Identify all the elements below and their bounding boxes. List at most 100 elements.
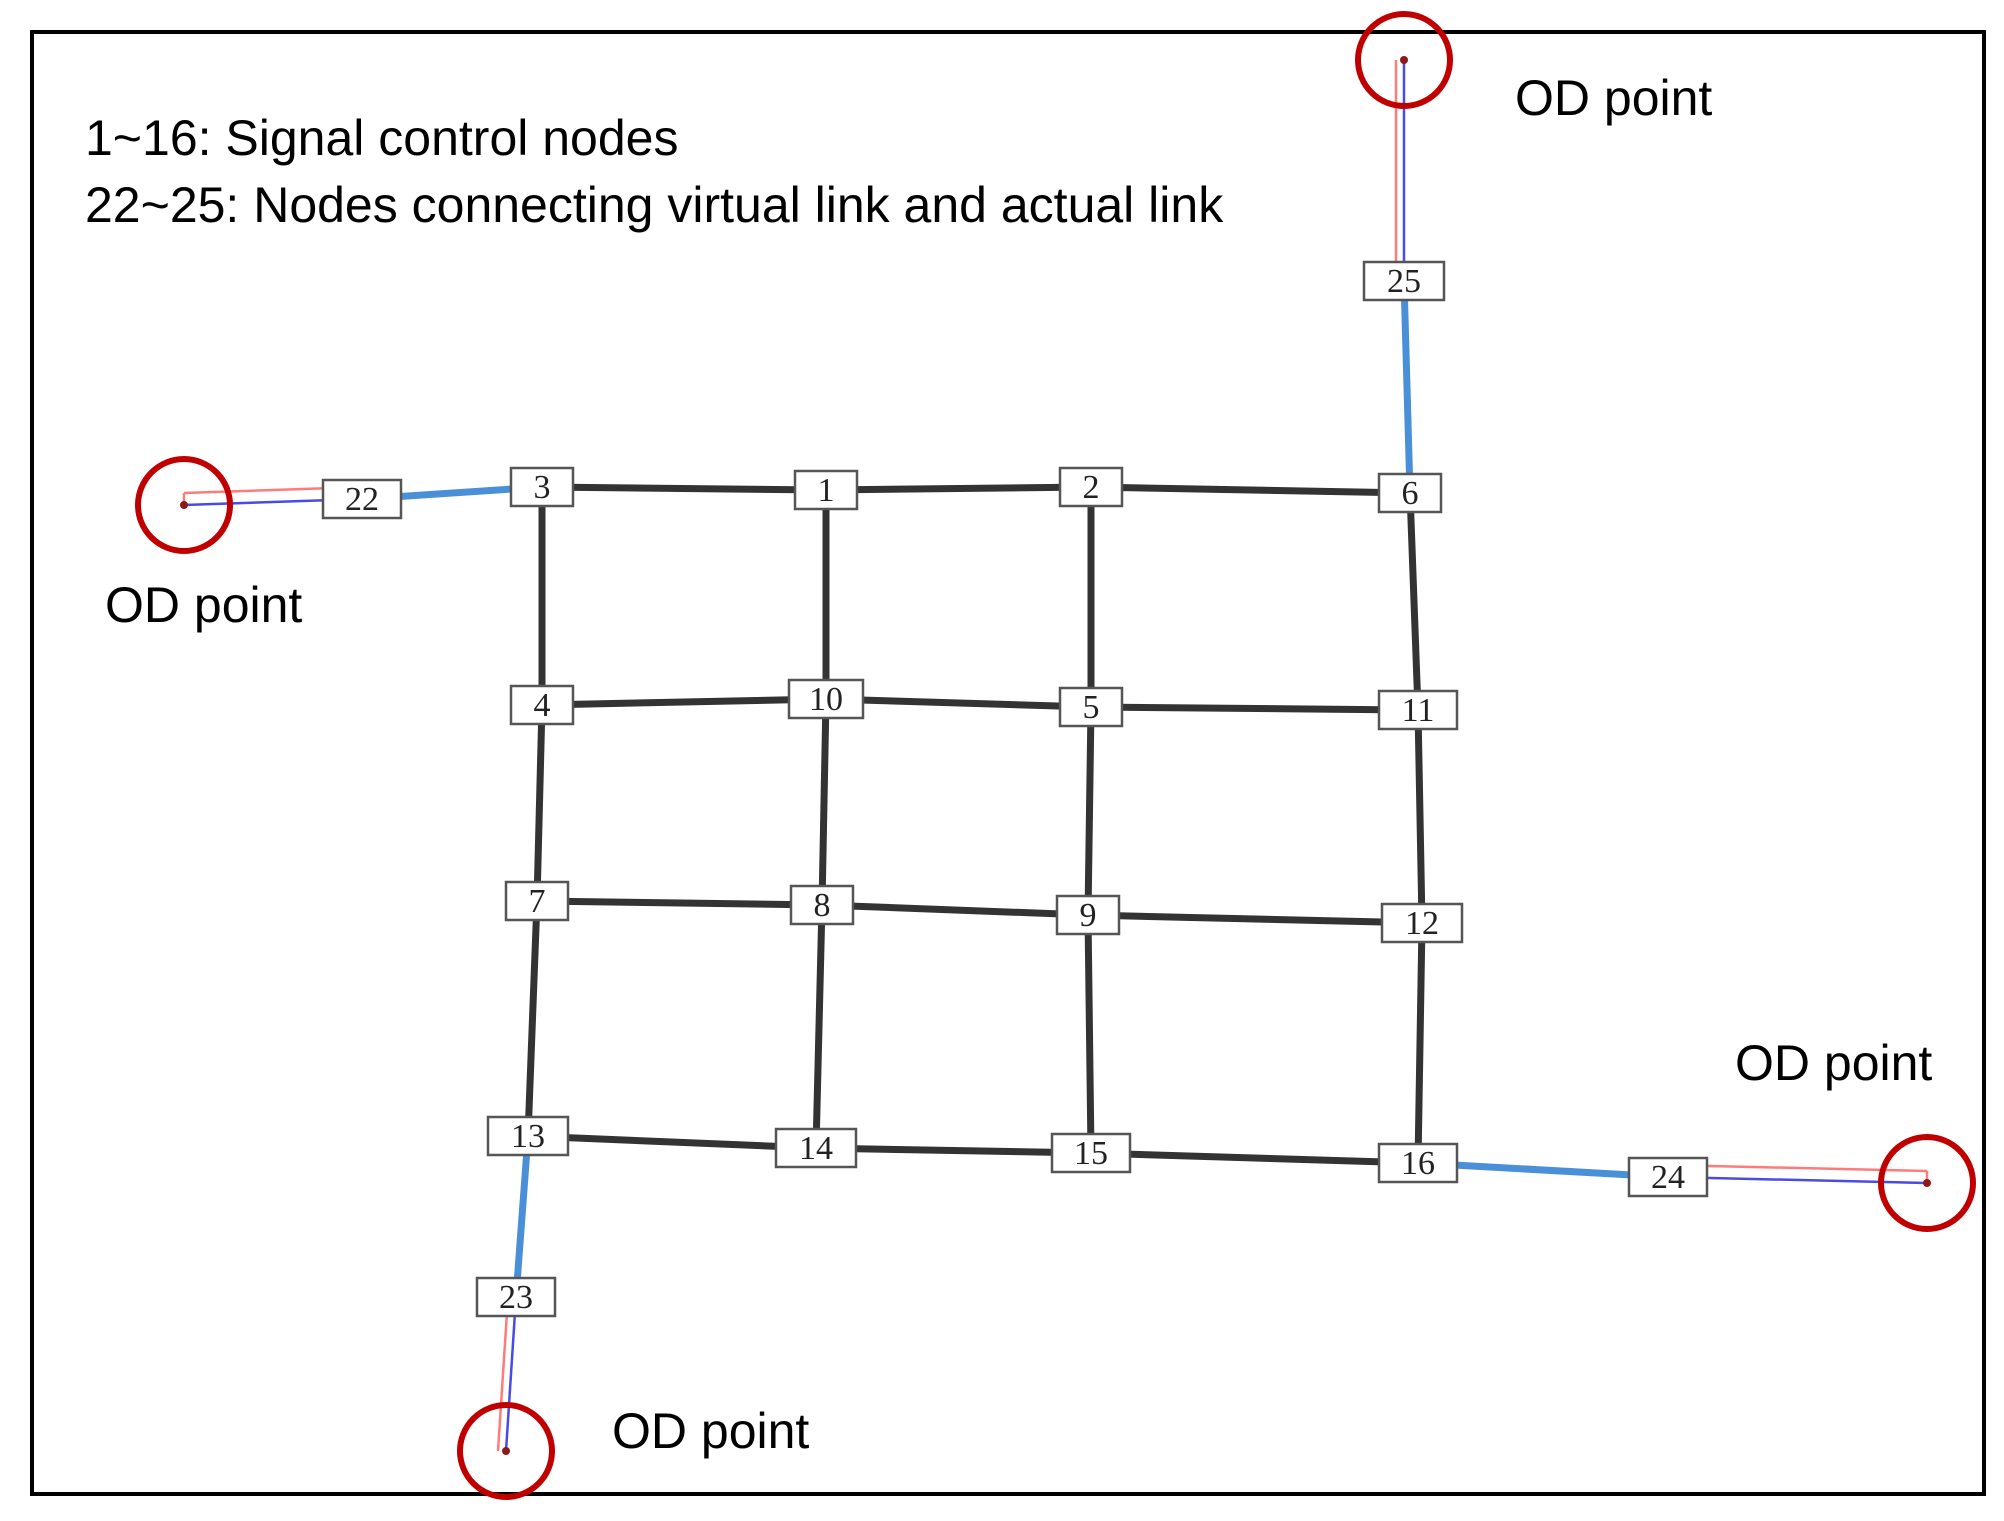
node-label-2: 2 <box>1083 469 1100 506</box>
node-6: 6 <box>1377 472 1443 514</box>
virtual-link-out-23 <box>504 1296 518 1452</box>
node-box-8 <box>789 884 855 926</box>
node-label-12: 12 <box>1405 905 1439 942</box>
link-11-12 <box>1414 706 1426 927</box>
node-box-23 <box>475 1276 557 1318</box>
od-points <box>135 11 1976 1500</box>
link-10-8 <box>818 695 830 909</box>
node-box-11 <box>1377 689 1459 731</box>
node-label-3: 3 <box>534 469 551 506</box>
node-box-16 <box>1377 1142 1459 1184</box>
link-4-7 <box>533 701 546 905</box>
node-box-7 <box>504 880 570 922</box>
node-label-15: 15 <box>1074 1135 1108 1172</box>
connector-link-16-24 <box>1414 1159 1672 1181</box>
od-point-dot-25 <box>1400 56 1408 64</box>
node-box-3 <box>509 466 575 508</box>
node-24: 24 <box>1627 1156 1709 1198</box>
node-22: 22 <box>321 478 403 520</box>
node-16: 16 <box>1377 1142 1459 1184</box>
node-box-22 <box>321 478 403 520</box>
link-3-1 <box>538 483 830 494</box>
node-label-13: 13 <box>511 1118 545 1155</box>
link-9-15 <box>1084 911 1095 1157</box>
node-box-9 <box>1055 894 1121 936</box>
node-box-15 <box>1050 1132 1132 1174</box>
link-10-5 <box>822 695 1095 711</box>
od-label-left: OD point <box>105 577 302 633</box>
node-15: 15 <box>1050 1132 1132 1174</box>
link-7-13 <box>524 897 541 1140</box>
link-4-10 <box>538 695 830 709</box>
od-point-marker-25 <box>1355 11 1453 109</box>
node-label-14: 14 <box>799 1130 833 1167</box>
node-2: 2 <box>1058 466 1124 508</box>
connector-link-25-6 <box>1400 277 1414 497</box>
link-13-14 <box>524 1132 820 1152</box>
od-label-top: OD point <box>1515 70 1712 126</box>
node-box-2 <box>1058 466 1124 508</box>
legend-connecting-nodes: 22~25: Nodes connecting virtual link and… <box>85 177 1224 233</box>
node-8: 8 <box>789 884 855 926</box>
link-15-16 <box>1087 1149 1422 1167</box>
node-25: 25 <box>1362 260 1446 302</box>
link-1-2 <box>822 483 1095 494</box>
actual-links <box>524 483 1426 1167</box>
node-box-10 <box>787 678 865 720</box>
node-box-13 <box>486 1115 570 1157</box>
node-12: 12 <box>1380 902 1464 944</box>
link-5-9 <box>1084 703 1095 919</box>
node-label-8: 8 <box>814 887 831 924</box>
node-box-14 <box>774 1127 858 1169</box>
node-box-4 <box>509 684 575 726</box>
link-14-15 <box>812 1144 1095 1157</box>
link-9-12 <box>1084 911 1426 927</box>
node-11: 11 <box>1377 689 1459 731</box>
link-8-14 <box>812 901 826 1152</box>
link-12-16 <box>1414 919 1426 1167</box>
od-label-right: OD point <box>1735 1035 1932 1091</box>
od-point-dot-22 <box>180 501 188 509</box>
node-label-9: 9 <box>1080 897 1097 934</box>
node-label-11: 11 <box>1402 692 1435 729</box>
node-1: 1 <box>793 469 859 511</box>
node-box-12 <box>1380 902 1464 944</box>
link-8-9 <box>818 901 1092 919</box>
node-label-7: 7 <box>529 883 546 920</box>
connector-link-13-23 <box>512 1132 532 1301</box>
node-10: 10 <box>787 678 865 720</box>
od-point-marker-24 <box>1878 1134 1976 1232</box>
od-point-marker-23 <box>457 1402 555 1500</box>
node-box-1 <box>793 469 859 511</box>
node-9: 9 <box>1055 894 1121 936</box>
link-2-6 <box>1087 483 1414 497</box>
link-6-11 <box>1406 489 1422 714</box>
node-3: 3 <box>509 466 575 508</box>
node-label-22: 22 <box>345 481 379 518</box>
node-label-16: 16 <box>1401 1145 1435 1182</box>
legend-signal-nodes: 1~16: Signal control nodes <box>85 110 678 166</box>
node-23: 23 <box>475 1276 557 1318</box>
od-point-dot-23 <box>502 1447 510 1455</box>
node-label-1: 1 <box>818 472 835 509</box>
node-14: 14 <box>774 1127 858 1169</box>
od-label-bottom: OD point <box>612 1403 809 1459</box>
node-box-25 <box>1362 260 1446 302</box>
node-label-10: 10 <box>809 681 843 718</box>
node-label-23: 23 <box>499 1279 533 1316</box>
node-7: 7 <box>504 880 570 922</box>
virtual-links <box>182 60 1929 1452</box>
node-13: 13 <box>486 1115 570 1157</box>
node-label-5: 5 <box>1083 689 1100 726</box>
node-box-6 <box>1377 472 1443 514</box>
node-box-5 <box>1058 686 1124 728</box>
diagram-frame <box>30 30 1986 1496</box>
node-label-4: 4 <box>534 687 551 724</box>
node-label-25: 25 <box>1387 263 1421 300</box>
virtual-link-in-23 <box>496 1296 510 1452</box>
node-label-24: 24 <box>1651 1159 1685 1196</box>
node-box-24 <box>1627 1156 1709 1198</box>
node-4: 4 <box>509 684 575 726</box>
